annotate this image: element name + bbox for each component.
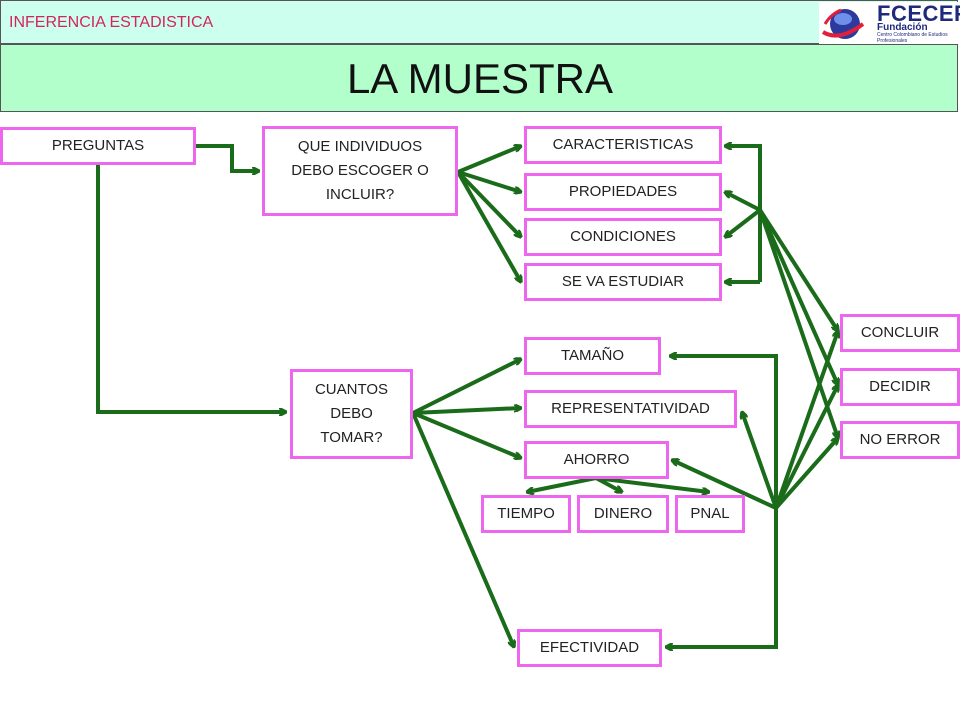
arrow-hub-ahorro [672,460,777,510]
node-tamano: TAMAÑO [524,337,661,375]
title-bar: LA MUESTRA [0,44,958,112]
node-condiciones: CONDICIONES [524,218,722,256]
arrow-individuos-condiciones [456,170,521,237]
header-bar: INFERENCIA ESTADISTICA FCECEP Fundación … [0,0,960,44]
arrow-preguntas-individuos [196,144,259,171]
node-se-va-estudiar: SE VA ESTUDIAR [524,263,722,301]
arrow-individuos-propiedades [457,170,521,192]
node-decidir: DECIDIR [840,368,960,406]
page-title: LA MUESTRA [346,55,614,102]
arrow-ahorro-pnal [595,476,709,492]
node-representatividad: REPRESENTATIVIDAD [524,390,737,428]
fcecep-logo: FCECEP Fundación Centro Colombiano de Es… [819,1,960,44]
arrow-hub-decidir [758,209,838,385]
arrow-cuantos-ahorro [412,411,521,458]
arrow-hub-noerror-2 [774,438,838,510]
arrow-hub-propiedades [725,190,761,212]
logo-fundacion: Fundación [877,22,928,33]
node-concluir: CONCLUIR [840,314,960,352]
arrow-hub-efectividad [666,508,778,647]
arrow-individuos-estudiar [456,171,521,282]
node-pnal: PNAL [675,495,745,533]
arrow-cuantos-tamano [412,357,521,415]
node-preguntas: PREGUNTAS [0,127,196,165]
arrow-hub-concluir [758,208,838,331]
arrow-ahorro-tiempo [527,476,597,492]
node-cuantos: CUANTOS DEBO TOMAR? [290,369,413,459]
arrow-hub-noerror [758,209,838,438]
node-que-individuos: QUE INDIVIDUOS DEBO ESCOGER O INCLUIR? [262,126,458,216]
node-caracteristicas: CARACTERISTICAS [524,126,722,164]
arrow-individuos-caracteristicas [457,146,521,174]
arrow-cuantos-efectividad [411,412,514,647]
logo-centro: Centro Colombiano de Estudios Profesiona… [877,32,948,44]
arrow-hub-concluir-2 [774,331,838,509]
globe-icon [821,8,865,39]
node-no-error: NO ERROR [840,421,960,459]
node-efectividad: EFECTIVIDAD [517,629,662,667]
node-tiempo: TIEMPO [481,495,571,533]
arrow-hub-decidir-2 [774,385,840,509]
arrow-preguntas-cuantos [96,165,286,412]
arrow-hub-tamano [670,356,778,508]
logo-name: FCECEP [877,1,960,26]
node-dinero: DINERO [577,495,669,533]
arrow-bracket-caracteristicas [725,146,762,282]
subject-label: INFERENCIA ESTADISTICA [9,14,214,31]
arrow-cuantos-representatividad [412,408,521,415]
arrow-hub-condiciones [725,208,762,237]
arrow-hub-representatividad [742,412,778,509]
node-ahorro: AHORRO [524,441,669,479]
node-propiedades: PROPIEDADES [524,173,722,211]
